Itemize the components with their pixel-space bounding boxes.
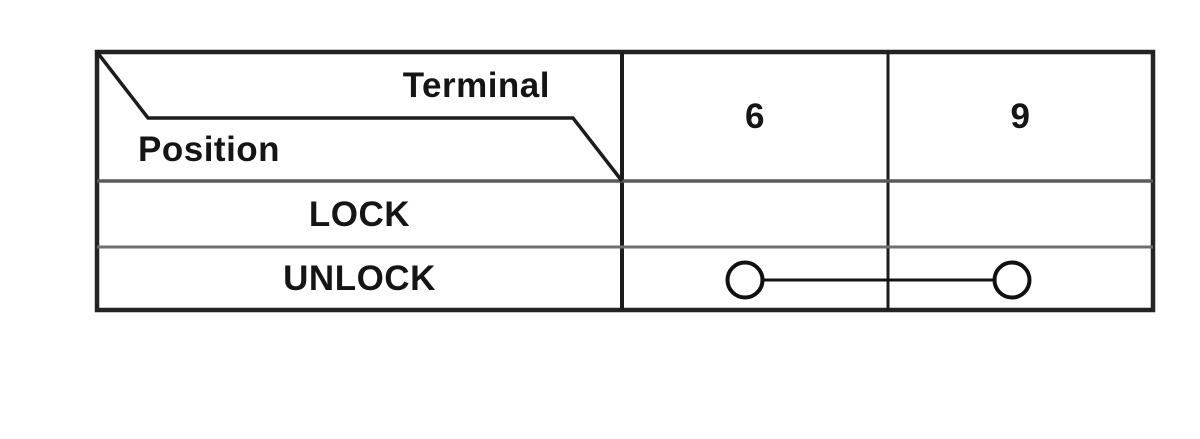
- unlock-row-label: UNLOCK: [283, 259, 436, 298]
- unlock-terminal6-circle-icon: [725, 260, 765, 300]
- header-diagonal-notch: [95, 50, 624, 183]
- lock-row-label: LOCK: [308, 194, 411, 234]
- terminal-column-9-header: 9: [1010, 97, 1031, 136]
- unlock-terminal9-circle-icon: [992, 260, 1032, 300]
- terminal-column-6-header: 6: [745, 97, 765, 136]
- terminal-header-label: Terminal: [402, 65, 550, 105]
- position-header-label: Position: [138, 130, 281, 169]
